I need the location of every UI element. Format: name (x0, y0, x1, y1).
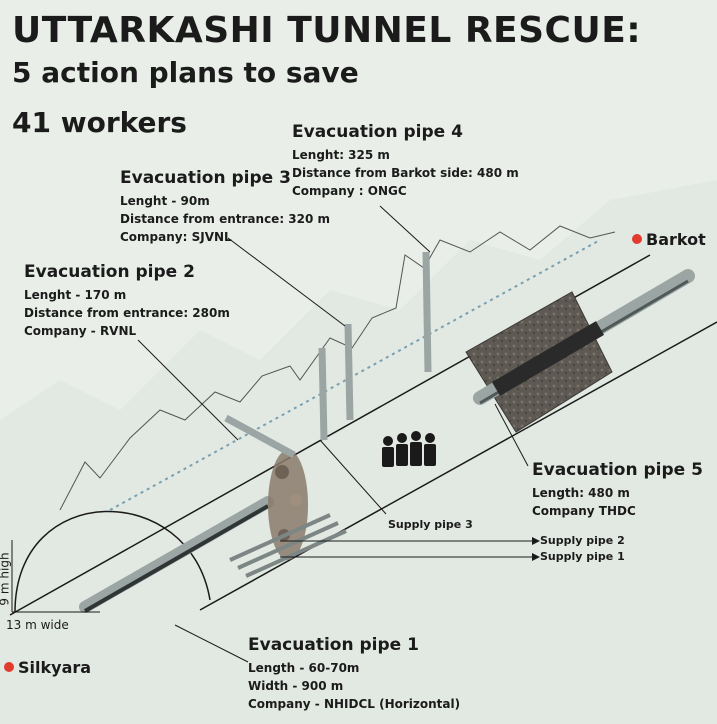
pipe-5-length: Length: 480 m (532, 486, 630, 500)
pipe-1-label: Evacuation pipe 1 Length - 60-70m Width … (248, 635, 460, 713)
pipe-5-dark-band (491, 321, 605, 396)
pipe-5-title: Evacuation pipe 5 (532, 460, 703, 480)
pipe-5-label: Evacuation pipe 5 Length: 480 m Company … (532, 460, 703, 520)
pipe-4-length: Lenght: 325 m (292, 148, 390, 162)
pipe-1-title: Evacuation pipe 1 (248, 635, 419, 655)
pipe-4-label: Evacuation pipe 4 Lenght: 325 m Distance… (292, 122, 519, 200)
subtitle-line-2: 41 workers (12, 106, 187, 139)
pipe-3-company: Company: SJVNL (120, 230, 232, 244)
supply-pipe-3-label: Supply pipe 3 (388, 518, 473, 531)
main-title: UTTARKASHI TUNNEL RESCUE: (12, 10, 642, 51)
pipe-2-title: Evacuation pipe 2 (24, 262, 195, 282)
height-dimension-label: 9 m high (0, 552, 12, 605)
pipe-4-leader (379, 205, 431, 253)
pipe-1-company: Company - NHIDCL (Horizontal) (248, 697, 461, 711)
pipe-4-title: Evacuation pipe 4 (292, 122, 463, 142)
subtitle-line-1: 5 action plans to save (12, 56, 359, 89)
evacuation-pipe-1-shade (84, 504, 269, 613)
pipe-5-company: Company THDC (532, 504, 636, 518)
supply-1-arrow (532, 553, 540, 561)
evacuation-pipe-4 (422, 251, 432, 373)
mountain-ridge-line (59, 225, 616, 511)
supply-pipe-a (229, 513, 331, 562)
supply-3-leader (319, 439, 387, 515)
evacuation-pipe-3b (344, 323, 354, 421)
tunnel-portal-arch (14, 510, 211, 613)
evacuation-pipe-3 (318, 347, 328, 441)
pipe-4-company: Company : ONGC (292, 184, 407, 198)
pipe-3-length: Lenght - 90m (120, 194, 210, 208)
location-pin-icon (4, 661, 14, 672)
width-dimension-label: 13 m wide (6, 618, 69, 632)
pipe-1-leader (174, 624, 249, 663)
pipe-3-label: Evacuation pipe 3 Lenght - 90m Distance … (120, 168, 330, 246)
pipe-3-distance: Distance from entrance: 320 m (120, 212, 331, 226)
pipe-2-label: Evacuation pipe 2 Lenght - 170 m Distanc… (24, 262, 230, 340)
debris-stone (275, 465, 289, 479)
pipe-1-length: Length - 60-70m (248, 661, 360, 675)
pipe-2-leader (137, 339, 239, 441)
pipe-2-length: Lenght - 170 m (24, 288, 127, 302)
dotted-overburden-line (109, 239, 601, 511)
supply-pipe-1-label: Supply pipe 1 (540, 550, 625, 563)
supply-pipe-2-label: Supply pipe 2 (540, 534, 625, 547)
workers-group-icon (382, 431, 436, 467)
supply-pipe-c (245, 529, 347, 578)
barkot-place: Barkot (632, 230, 706, 249)
pipe-3-leader (227, 237, 346, 327)
evacuation-pipe-1 (79, 496, 274, 613)
pipe-1-width: Width - 900 m (248, 679, 344, 693)
debris-stone (290, 494, 302, 506)
supply-pipe-b (237, 521, 339, 570)
pipe-2-distance: Distance from entrance: 280m (24, 306, 230, 320)
location-pin-icon (632, 233, 642, 244)
evacuation-pipe-2 (224, 414, 296, 459)
pipe-5-leader (494, 403, 529, 467)
pipe-2-company: Company - RVNL (24, 324, 137, 338)
silkyara-label: Silkyara (18, 658, 92, 677)
tunnel-lower-line (199, 321, 717, 611)
pipe-4-distance: Distance from Barkot side: 480 m (292, 166, 519, 180)
supply-2-arrow (532, 537, 540, 545)
silkyara-place: Silkyara (4, 658, 91, 677)
pipe-3-title: Evacuation pipe 3 (120, 168, 291, 188)
barkot-label: Barkot (646, 230, 706, 249)
